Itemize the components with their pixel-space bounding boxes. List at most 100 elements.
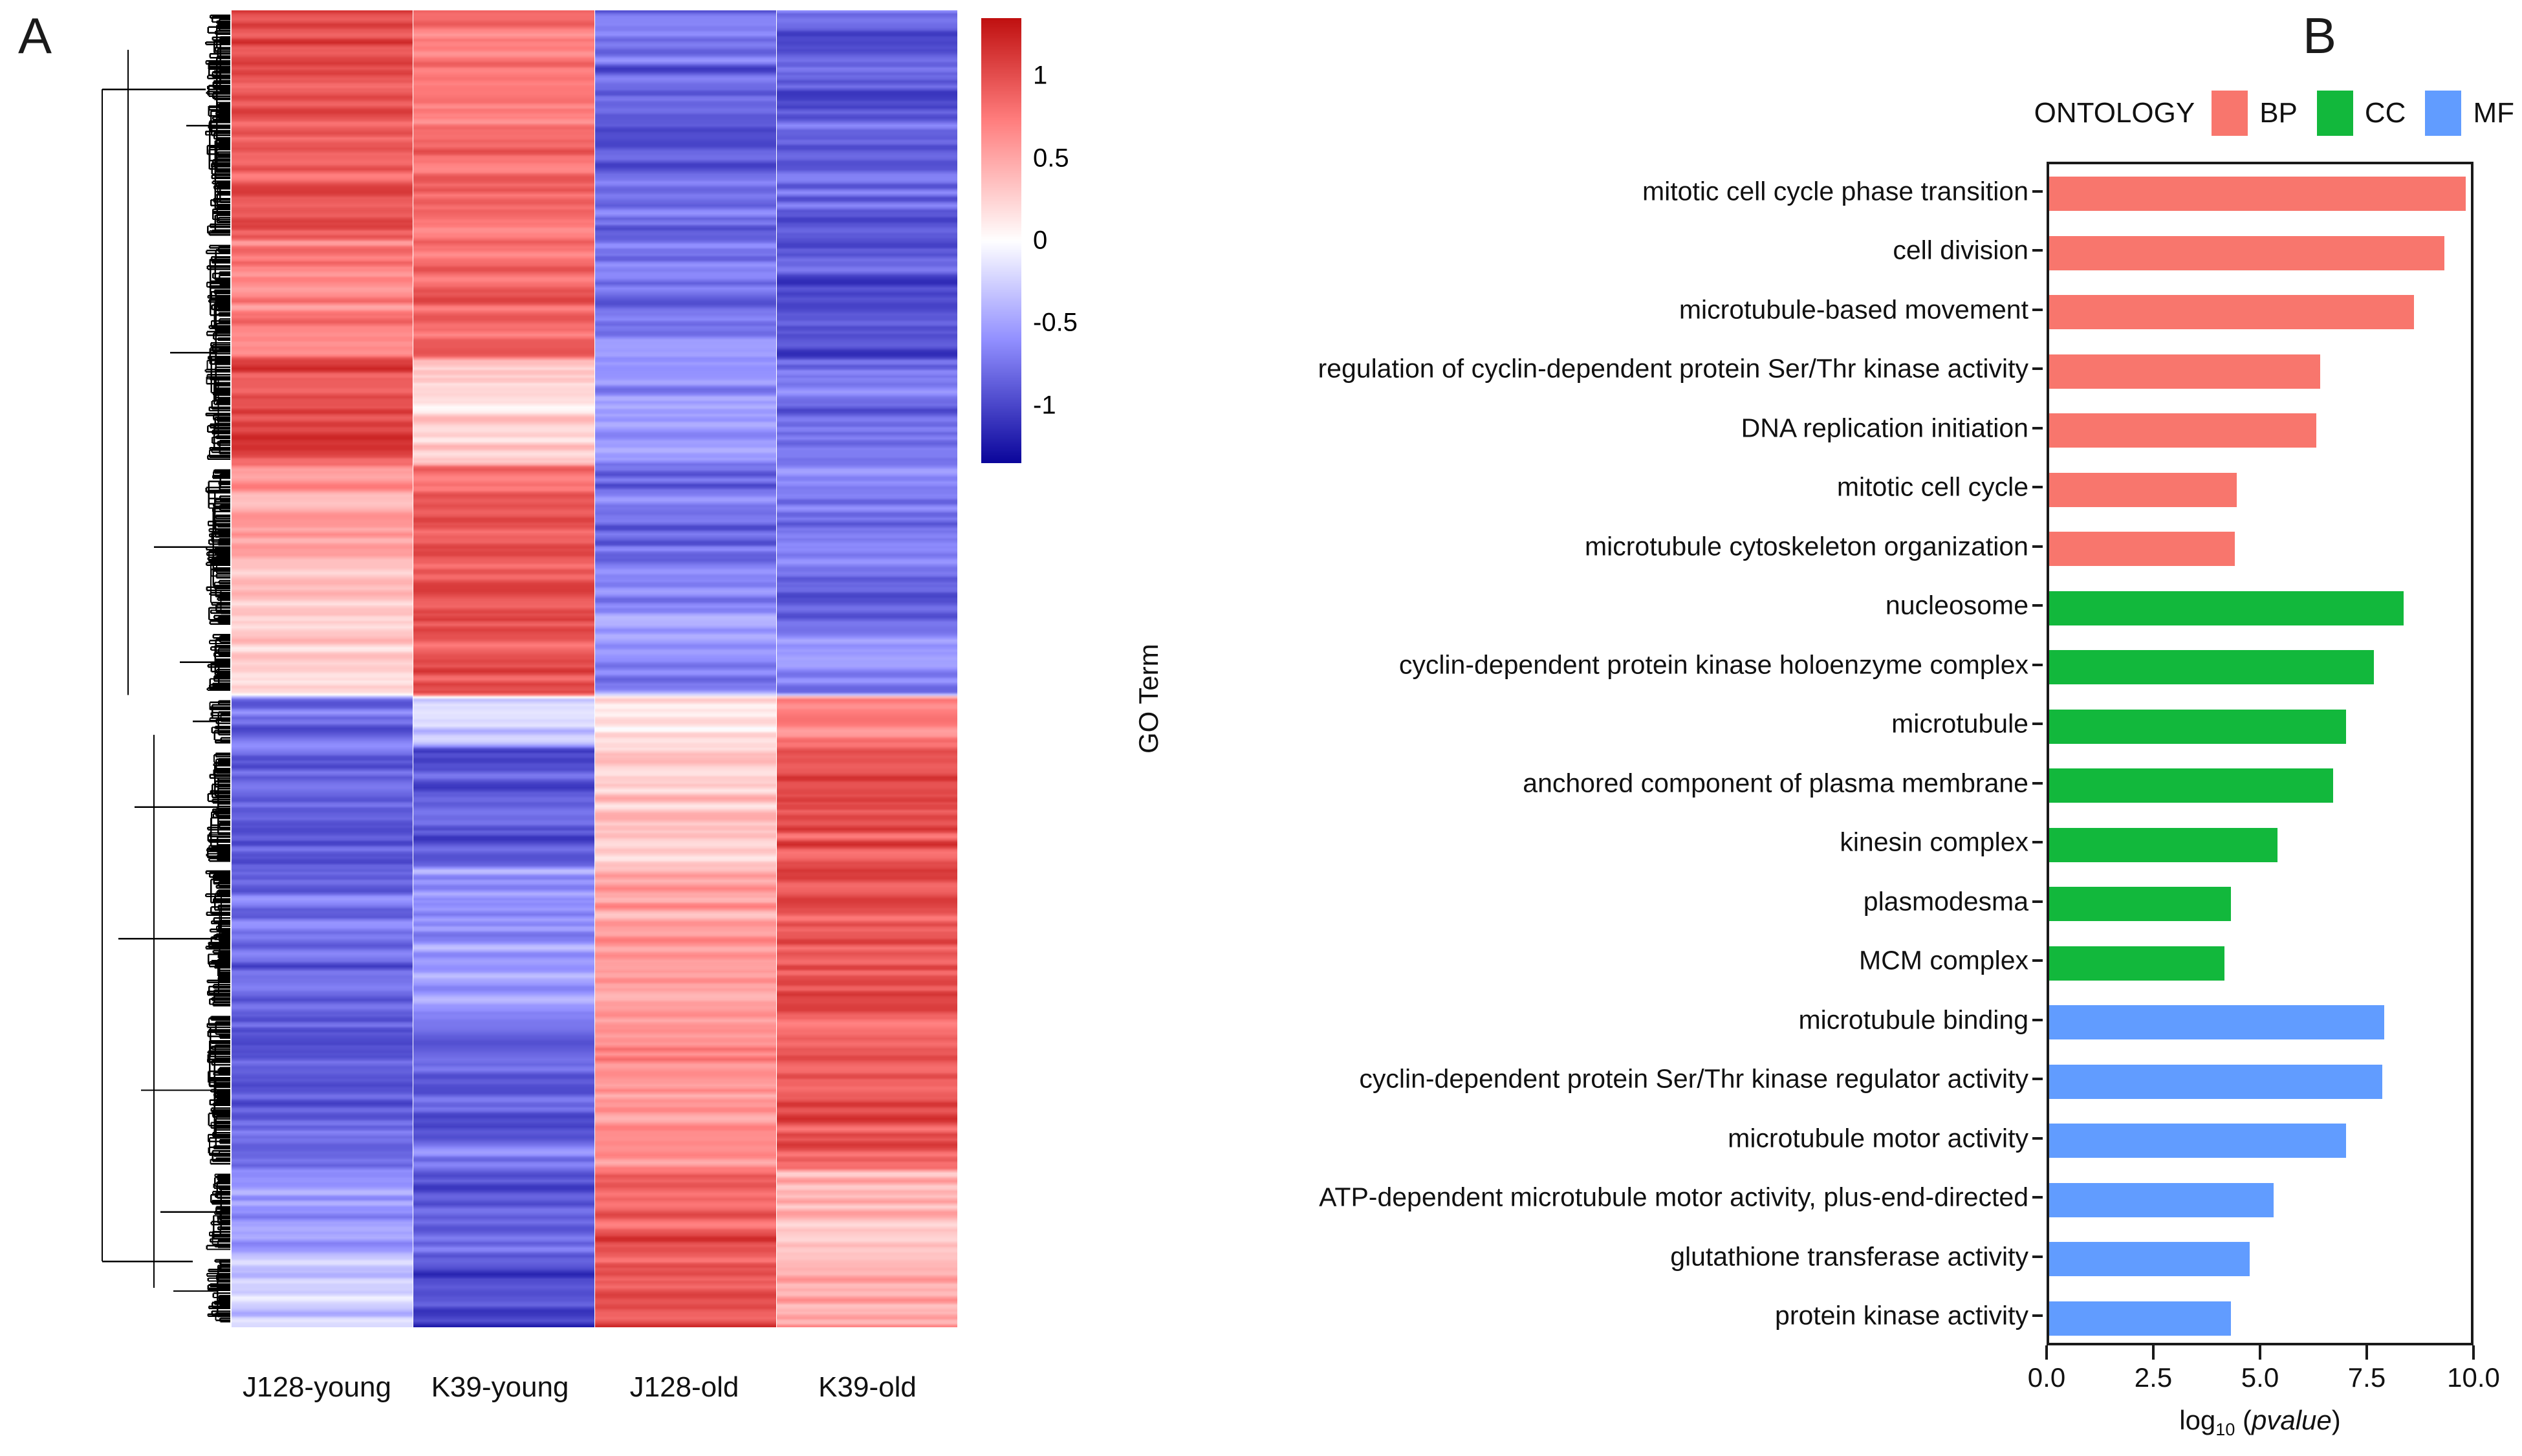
- go-term-label-16: microtubule motor activity: [1728, 1123, 2028, 1153]
- bar-row: [2049, 591, 2471, 625]
- bar-row: [2049, 1242, 2471, 1277]
- x-axis-ticks: [2045, 1345, 2475, 1362]
- legend-item-bp[interactable]: BP: [2212, 91, 2298, 136]
- y-axis-tick-13: [2032, 959, 2043, 962]
- legend-swatch-bp: [2212, 91, 2248, 136]
- bar-bp-4[interactable]: [2049, 413, 2316, 448]
- y-axis-title: GO Term: [1133, 644, 1164, 754]
- panel-a-heatmap: A J128-young K39-young J128-old K39-old …: [0, 0, 1100, 1456]
- bar-cc-13[interactable]: [2049, 946, 2224, 981]
- y-axis-tick-19: [2032, 1314, 2043, 1318]
- dendrogram-svg: [101, 14, 230, 1323]
- go-term-label-6: microtubule cytoskeleton organization: [1585, 531, 2028, 561]
- heatmap-column-label-3: K39-old: [818, 1371, 917, 1403]
- go-term-label-14: microtubule binding: [1798, 1005, 2028, 1035]
- go-term-label-11: kinesin complex: [1840, 827, 2028, 857]
- legend-item-cc[interactable]: CC: [2316, 91, 2406, 136]
- y-axis-tick-14: [2032, 1018, 2043, 1021]
- go-term-label-9: microtubule: [1891, 708, 2028, 739]
- bar-row: [2049, 354, 2471, 389]
- heatmap-column-j128-old: [595, 10, 776, 1327]
- x-axis-tick-label-2: 5.0: [2241, 1362, 2279, 1393]
- legend-label-mf: MF: [2473, 97, 2514, 129]
- go-term-label-3: regulation of cyclin-dependent protein S…: [1318, 353, 2028, 384]
- legend-swatch-mf: [2425, 91, 2462, 136]
- bar-cc-10[interactable]: [2049, 768, 2333, 803]
- heatmap-column-labels: J128-young K39-young J128-old K39-old: [232, 1371, 957, 1417]
- bar-bp-2[interactable]: [2049, 295, 2415, 330]
- panel-b-go-barchart: B ONTOLOGY BP CC MF mitotic cell cycle pha…: [1133, 0, 2522, 1456]
- heatmap-column-k39-old: [777, 10, 957, 1327]
- bar-cc-8[interactable]: [2049, 650, 2374, 685]
- bar-mf-16[interactable]: [2049, 1124, 2346, 1158]
- bar-cc-9[interactable]: [2049, 709, 2346, 744]
- x-axis-title: log10 (pvalue): [2179, 1405, 2341, 1439]
- bars-container: [2049, 164, 2471, 1343]
- bar-row: [2049, 827, 2471, 862]
- go-term-label-5: mitotic cell cycle: [1836, 472, 2028, 502]
- go-term-label-10: anchored component of plasma membrane: [1523, 768, 2028, 798]
- x-axis-tick-label-4: 10.0: [2447, 1362, 2500, 1393]
- y-axis-tick-10: [2032, 781, 2043, 785]
- bar-bp-0[interactable]: [2049, 177, 2466, 212]
- heatmap-column-label-2: J128-old: [629, 1371, 739, 1403]
- heatmap-column-j128-young: [232, 10, 413, 1327]
- y-axis-tick-16: [2032, 1136, 2043, 1140]
- row-dendrogram: [83, 10, 232, 1327]
- y-axis-tick-6: [2032, 545, 2043, 548]
- colorbar-tick-4: -1: [1033, 391, 1056, 420]
- bar-mf-14[interactable]: [2049, 1005, 2385, 1040]
- bar-row: [2049, 235, 2471, 270]
- go-term-label-18: glutathione transferase activity: [1670, 1241, 2028, 1272]
- y-axis-tick-7: [2032, 604, 2043, 607]
- bar-row: [2049, 1124, 2471, 1158]
- x-axis-tick-2: [2259, 1345, 2261, 1360]
- go-term-label-4: DNA replication initiation: [1741, 413, 2028, 443]
- bar-row: [2049, 709, 2471, 744]
- bar-row: [2049, 295, 2471, 330]
- bar-row: [2049, 532, 2471, 567]
- panel-a-letter: A: [18, 7, 52, 64]
- bar-row: [2049, 650, 2471, 685]
- go-term-label-17: ATP-dependent microtubule motor activity…: [1319, 1182, 2028, 1212]
- x-axis-tick-4: [2472, 1345, 2475, 1360]
- bar-cc-11[interactable]: [2049, 827, 2278, 862]
- bar-cc-12[interactable]: [2049, 887, 2231, 922]
- bar-row: [2049, 472, 2471, 507]
- y-axis-tick-17: [2032, 1196, 2043, 1199]
- bar-bp-1[interactable]: [2049, 235, 2444, 270]
- legend-item-mf[interactable]: MF: [2425, 91, 2514, 136]
- bar-mf-17[interactable]: [2049, 1182, 2274, 1217]
- bar-mf-18[interactable]: [2049, 1242, 2250, 1277]
- go-term-label-15: cyclin-dependent protein Ser/Thr kinase …: [1359, 1063, 2028, 1094]
- go-term-label-2: microtubule-based movement: [1679, 294, 2028, 325]
- legend-title: ONTOLOGY: [2034, 97, 2195, 129]
- bar-mf-19[interactable]: [2049, 1301, 2231, 1336]
- bar-cc-7[interactable]: [2049, 591, 2404, 625]
- y-axis-tick-5: [2032, 486, 2043, 489]
- legend-swatch-cc: [2316, 91, 2353, 136]
- panel-b-letter: B: [2303, 7, 2337, 64]
- go-term-label-12: plasmodesma: [1863, 886, 2028, 917]
- x-axis-tick-3: [2365, 1345, 2368, 1360]
- legend-label-cc: CC: [2364, 97, 2406, 129]
- bar-row: [2049, 1301, 2471, 1336]
- bar-row: [2049, 946, 2471, 981]
- bar-chart-plot-area: [2047, 162, 2473, 1345]
- bar-row: [2049, 887, 2471, 922]
- heatmap-column-label-1: K39-young: [431, 1371, 569, 1403]
- legend-label-bp: BP: [2259, 97, 2298, 129]
- bar-bp-5[interactable]: [2049, 472, 2237, 507]
- bar-mf-15[interactable]: [2049, 1064, 2382, 1099]
- x-axis-tick-0: [2045, 1345, 2048, 1360]
- heatmap-column-k39-young: [413, 10, 594, 1327]
- bar-bp-6[interactable]: [2049, 532, 2235, 567]
- bar-bp-3[interactable]: [2049, 354, 2321, 389]
- legend-items: BP CC MF: [2212, 91, 2514, 136]
- heatmap-grid: [232, 10, 957, 1327]
- ontology-legend: ONTOLOGY BP CC MF: [2034, 91, 2514, 136]
- y-axis-tick-8: [2032, 663, 2043, 666]
